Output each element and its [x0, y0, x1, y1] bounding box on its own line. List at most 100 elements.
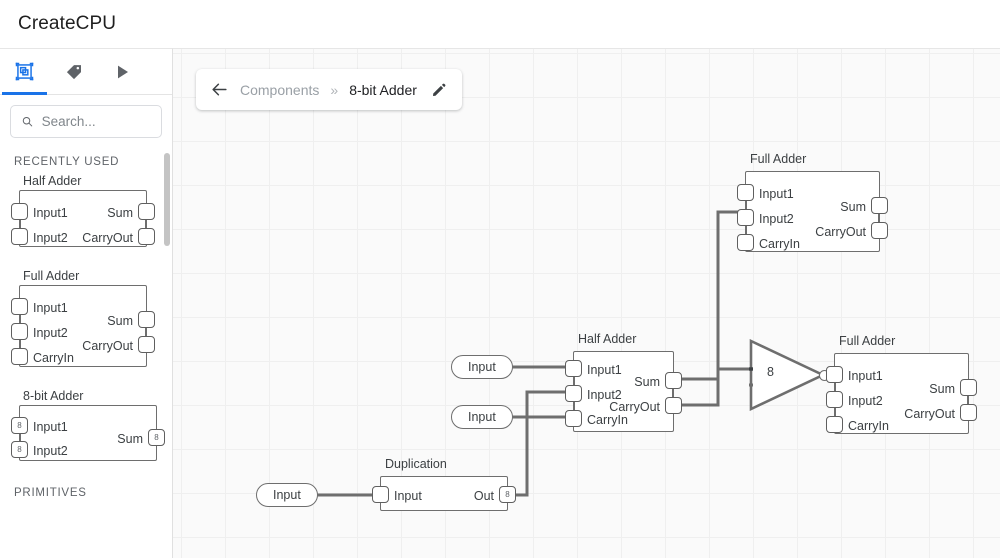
sidebar-scrollbar-thumb[interactable]: [164, 153, 170, 246]
palette-item-name: Half Adder: [23, 174, 82, 188]
io-pill-input-1[interactable]: Input: [451, 355, 513, 379]
io-pill-input-2[interactable]: Input: [451, 405, 513, 429]
pin-input2[interactable]: [11, 228, 28, 245]
pin-carryout[interactable]: [138, 336, 155, 353]
breadcrumb-edit-button[interactable]: [431, 81, 448, 98]
pin-input2[interactable]: 8: [11, 441, 28, 458]
pin-input[interactable]: [372, 486, 389, 503]
component-body[interactable]: Input1 Input2 CarryIn Sum CarryOut: [737, 171, 888, 252]
component-icon: [15, 62, 34, 81]
pin-label-carryout: CarryOut: [82, 231, 133, 245]
palette-component-body: Input1 Input2 Sum CarryOut: [11, 190, 155, 247]
search-container: [0, 95, 172, 144]
pin-label-carryout: CarryOut: [815, 225, 866, 239]
node-half-adder[interactable]: Half Adder Input1 Input2 CarryIn Sum Car…: [565, 332, 682, 432]
app-header: CreateCPU: [0, 0, 1000, 48]
pin-label-carryin: CarryIn: [759, 237, 800, 251]
tab-run[interactable]: [98, 49, 147, 95]
pin-label-carryin: CarryIn: [33, 351, 74, 365]
pin-label-input1: Input1: [33, 301, 68, 315]
pin-label-input1: Input1: [759, 187, 794, 201]
arrow-left-icon: [212, 83, 227, 96]
pin-carryin[interactable]: [826, 416, 843, 433]
pin-input2[interactable]: [565, 385, 582, 402]
pin-label-input1: Input1: [33, 206, 68, 220]
pin-sum[interactable]: [138, 311, 155, 328]
pin-sum[interactable]: [960, 379, 977, 396]
node-title: Full Adder: [750, 152, 807, 166]
search-box[interactable]: [10, 105, 162, 138]
pin-input2[interactable]: [11, 323, 28, 340]
pin-carryout[interactable]: [960, 404, 977, 421]
pin-input1[interactable]: [11, 298, 28, 315]
pin-label-input2: Input2: [33, 444, 68, 458]
pin-label-input1: Input1: [848, 369, 883, 383]
pin-label-out: Out: [473, 489, 494, 503]
pin-out[interactable]: 8: [499, 486, 516, 503]
pencil-icon: [433, 83, 446, 96]
pin-carryout[interactable]: [138, 228, 155, 245]
tag-icon: [66, 64, 81, 79]
node-full-adder-right[interactable]: Full Adder Input1 Input2 CarryIn Sum Car…: [826, 334, 977, 434]
pin-label-carryin: CarryIn: [587, 413, 628, 427]
pin-input2[interactable]: [826, 391, 843, 408]
pin-label-sum: Sum: [634, 375, 660, 389]
breadcrumb-back-button[interactable]: [210, 80, 229, 99]
palette-item-half-adder[interactable]: Half Adder Input1 Input2 Sum CarryOut: [0, 174, 172, 255]
pin-label-sum: Sum: [929, 382, 955, 396]
io-pill-input-3[interactable]: Input: [256, 483, 318, 507]
pin-label-sum: Sum: [840, 200, 866, 214]
wire-halfadder-carryout-to-bus: [671, 367, 755, 407]
node-title: Half Adder: [578, 332, 637, 346]
component-body[interactable]: Input1 Input2 CarryIn Sum CarryOut: [565, 351, 682, 432]
pin-input2[interactable]: [737, 209, 754, 226]
wire-halfadder-sum-to-fulladder-top: [671, 210, 748, 381]
tab-labels[interactable]: [49, 49, 98, 95]
pin-input1[interactable]: 8: [11, 417, 28, 434]
pin-label-sum: Sum: [107, 206, 133, 220]
pin-input1[interactable]: [826, 366, 843, 383]
node-duplication[interactable]: Duplication Input 8 Out: [372, 457, 516, 511]
pin-label-input1: Input1: [587, 363, 622, 377]
section-primitives: PRIMITIVES: [14, 487, 87, 499]
bus-merge-node[interactable]: 8: [743, 338, 855, 412]
palette-item-8bit-adder[interactable]: 8-bit Adder 8 Input1 8 Input2 8 Sum: [0, 389, 172, 469]
pin-label-input2: Input2: [848, 394, 883, 408]
palette-item-name: 8-bit Adder: [23, 389, 84, 403]
tab-components[interactable]: [0, 49, 49, 95]
pin-label-input2: Input2: [759, 212, 794, 226]
search-input[interactable]: [41, 114, 151, 129]
pin-carryout[interactable]: [871, 222, 888, 239]
pin-label-carryout: CarryOut: [904, 407, 955, 421]
pin-label-input: Input: [394, 489, 422, 503]
pin-input1[interactable]: [565, 360, 582, 377]
pin-label-carryin: CarryIn: [848, 419, 889, 433]
pin-carryin[interactable]: [11, 348, 28, 365]
pin-label-input2: Input2: [587, 388, 622, 402]
palette-item-full-adder[interactable]: Full Adder Input1 Input2 CarryIn Sum Car…: [0, 269, 172, 375]
pin-input1[interactable]: [737, 184, 754, 201]
pin-carryout[interactable]: [665, 397, 682, 414]
wire-layer: [309, 210, 755, 497]
component-body[interactable]: Input1 Input2 CarryIn Sum CarryOut: [826, 353, 977, 434]
node-full-adder-top[interactable]: Full Adder Input1 Input2 CarryIn Sum Car…: [737, 152, 888, 252]
sidebar-scrollbar[interactable]: [163, 49, 171, 558]
pin-input1[interactable]: [11, 203, 28, 220]
pin-sum[interactable]: [138, 203, 155, 220]
pin-carryin[interactable]: [737, 234, 754, 251]
palette-component-body: Input1 Input2 CarryIn Sum CarryOut: [11, 285, 155, 367]
schematic-canvas[interactable]: Components » 8-bit Adder Full Adder Inpu…: [173, 48, 1000, 558]
section-recently-used: RECENTLY USED: [14, 156, 120, 168]
palette-component-body: 8 Input1 8 Input2 8 Sum: [11, 405, 165, 461]
pin-carryin[interactable]: [565, 410, 582, 427]
bus-merge-label: 8: [767, 365, 774, 379]
breadcrumb-separator: »: [330, 81, 339, 98]
component-body[interactable]: Input 8 Out: [372, 476, 516, 511]
pin-label-sum: Sum: [117, 432, 143, 446]
pin-sum[interactable]: 8: [148, 429, 165, 446]
pin-sum[interactable]: [665, 372, 682, 389]
pin-sum[interactable]: [871, 197, 888, 214]
breadcrumb-parent-link[interactable]: Components: [240, 81, 320, 98]
app-title: CreateCPU: [18, 13, 117, 34]
